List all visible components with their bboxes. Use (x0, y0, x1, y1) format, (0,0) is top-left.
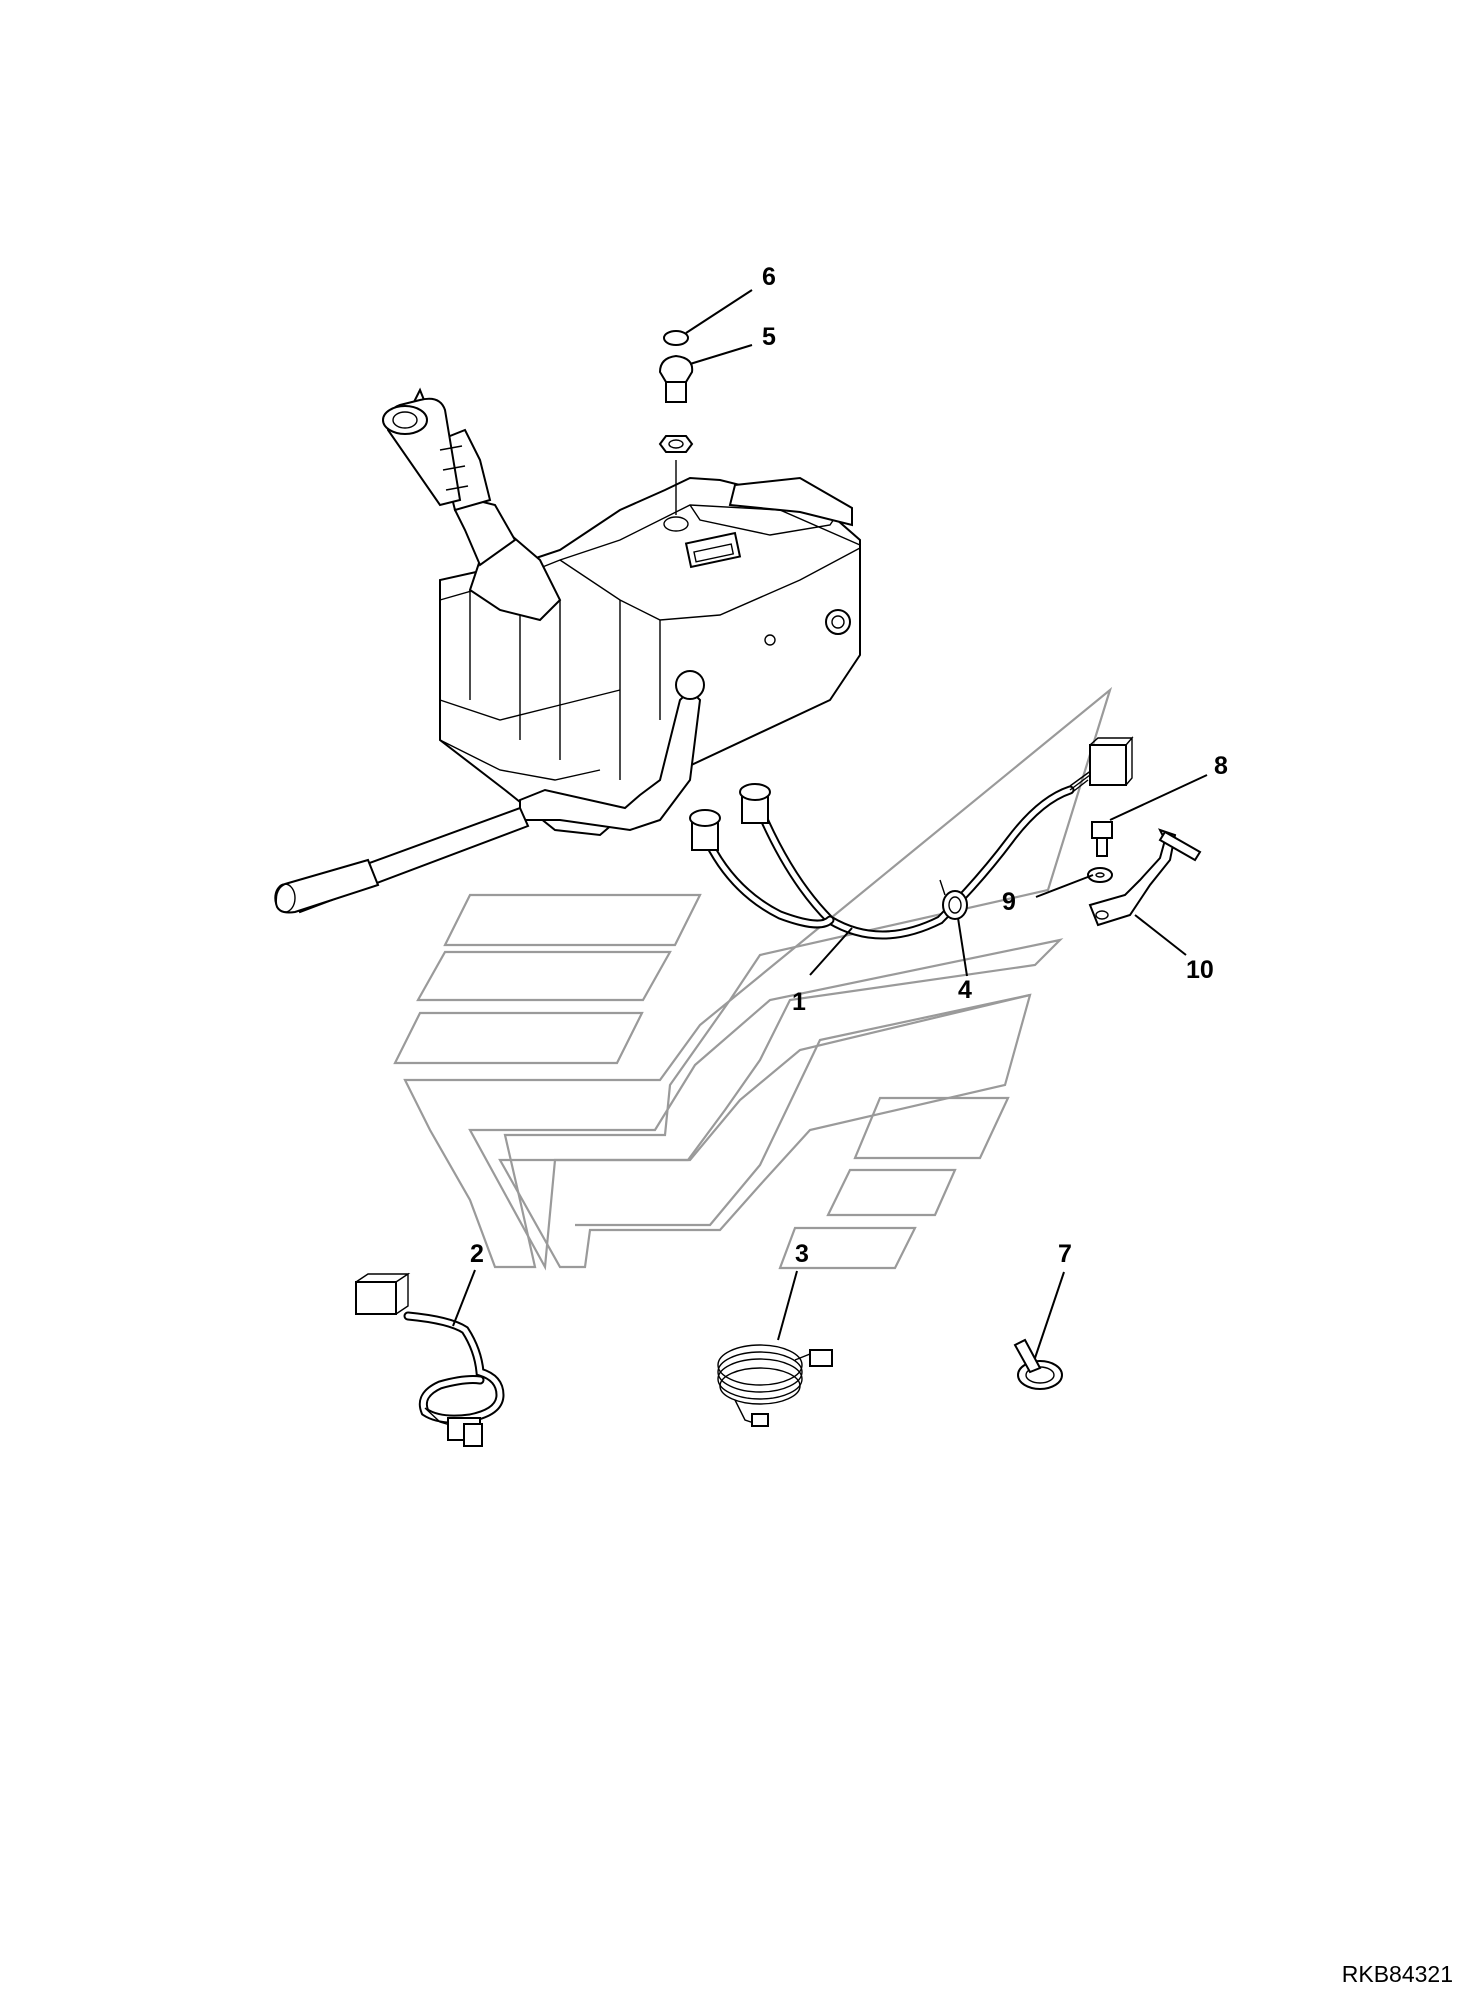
cap-part-6 (663, 330, 689, 346)
leader-lines (452, 289, 1208, 1359)
button-parts (658, 330, 694, 515)
callout-10: 10 (1186, 956, 1214, 984)
callout-6: 6 (762, 263, 776, 291)
washer-part-9 (1087, 867, 1113, 883)
drawing-reference-code: RKB84321 (1341, 1961, 1453, 1987)
cable-part-3 (717, 1344, 833, 1427)
grommet-part-4 (942, 890, 968, 920)
callout-7: 7 (1058, 1240, 1072, 1268)
button-part-5 (658, 354, 694, 383)
callout-4: 4 (958, 976, 972, 1004)
callout-1: 1 (792, 988, 806, 1016)
bolt-part-8 (1091, 821, 1113, 839)
background-logo-outline (393, 686, 1113, 1271)
callout-3: 3 (795, 1240, 809, 1268)
callout-9: 9 (1002, 888, 1016, 916)
callout-labels: 6 5 8 9 10 4 1 2 3 7 (470, 263, 1228, 1268)
callout-2: 2 (470, 1240, 484, 1268)
joystick-console-housing (274, 387, 861, 914)
cable-part-2 (355, 1272, 505, 1447)
clip-part-7 (1013, 1338, 1063, 1390)
fastener-parts (1087, 821, 1202, 927)
callout-8: 8 (1214, 752, 1228, 780)
callout-5: 5 (762, 323, 776, 351)
wire-harness-part-1 (689, 736, 1134, 940)
